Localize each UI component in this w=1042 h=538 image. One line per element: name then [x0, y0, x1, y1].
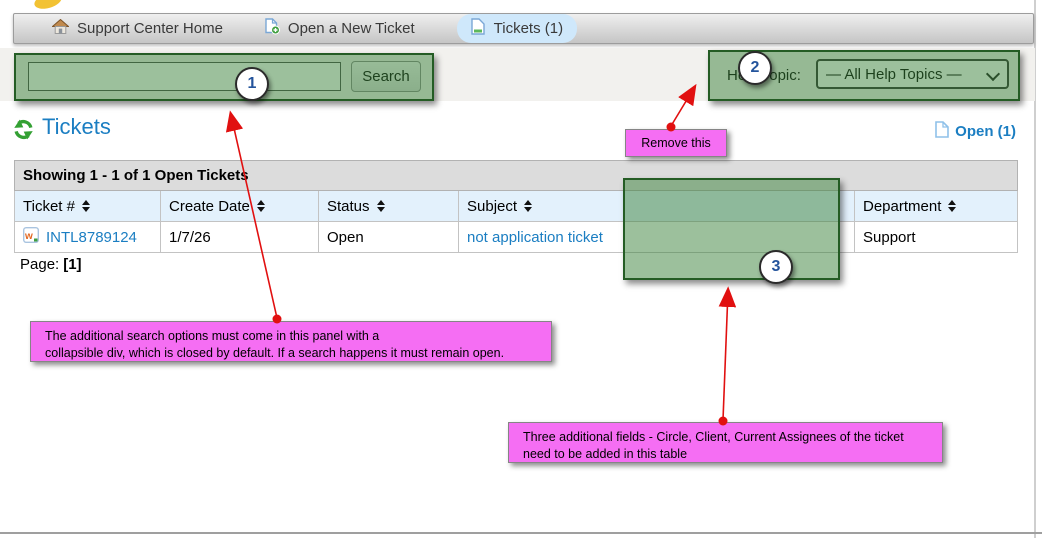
sort-icon	[81, 200, 90, 212]
sort-icon	[948, 200, 957, 212]
logo-fragment	[32, 0, 64, 12]
ticket-number-cell: w INTL8789124	[14, 221, 161, 253]
nav-item-label: Open a New Ticket	[287, 20, 415, 37]
tickets-table: Showing 1 - 1 of 1 Open Tickets Ticket #…	[13, 160, 1019, 253]
pagination-label: Page:	[20, 256, 60, 273]
highlight-table-column	[623, 178, 840, 280]
sort-icon	[524, 200, 533, 212]
nav-item-tickets[interactable]: Tickets (1)	[456, 14, 578, 43]
window-border-bottom	[0, 532, 1042, 534]
col-header-create-date[interactable]: Create Date	[160, 190, 319, 222]
annotation-circle-3: 3	[759, 250, 793, 284]
pagination: Page:[1]	[20, 256, 82, 273]
annotation-circle-2: 2	[738, 51, 772, 85]
refresh-icon[interactable]	[13, 119, 34, 145]
annotation-circle-1: 1	[235, 67, 269, 101]
note-remove-this: Remove this	[625, 129, 727, 157]
note-additional-fields: Three additional fields - Circle, Client…	[508, 422, 943, 463]
col-header-department[interactable]: Department	[853, 190, 1019, 222]
create-date-cell: 1/7/26	[160, 221, 319, 253]
new-ticket-icon	[265, 18, 280, 39]
note-search-panel: The additional search options must come …	[30, 321, 552, 362]
pagination-current-page[interactable]: [1]	[63, 256, 82, 273]
subject-link[interactable]: not application ticket	[467, 228, 603, 246]
svg-text:w: w	[24, 231, 33, 242]
tickets-icon	[470, 18, 486, 39]
nav-item-open-new-ticket[interactable]: Open a New Ticket	[265, 18, 415, 39]
table-caption: Showing 1 - 1 of 1 Open Tickets	[13, 160, 1019, 191]
home-icon	[51, 18, 70, 38]
ticket-number-link[interactable]: INTL8789124	[46, 228, 137, 246]
highlight-search-area	[14, 53, 434, 101]
page-title: Tickets	[42, 114, 111, 139]
sort-icon	[256, 200, 265, 212]
word-doc-icon: w	[22, 226, 40, 247]
sort-icon	[376, 200, 385, 212]
department-cell: Support	[853, 221, 1019, 253]
table-row: w INTL8789124 1/7/26 Open not applicatio…	[14, 221, 1019, 253]
window-border-right	[1034, 0, 1036, 538]
open-link-label: Open (1)	[955, 123, 1016, 140]
top-navbar: Support Center Home Open a New Ticket	[13, 13, 1034, 44]
open-page-icon	[935, 121, 949, 142]
col-header-status[interactable]: Status	[318, 190, 459, 222]
open-tickets-link[interactable]: Open (1)	[935, 121, 1016, 142]
nav-item-support-center-home[interactable]: Support Center Home	[51, 18, 223, 38]
nav-item-label: Support Center Home	[77, 20, 223, 37]
col-header-ticket[interactable]: Ticket #	[14, 190, 161, 222]
status-cell: Open	[318, 221, 459, 253]
nav-item-label: Tickets (1)	[493, 20, 564, 37]
